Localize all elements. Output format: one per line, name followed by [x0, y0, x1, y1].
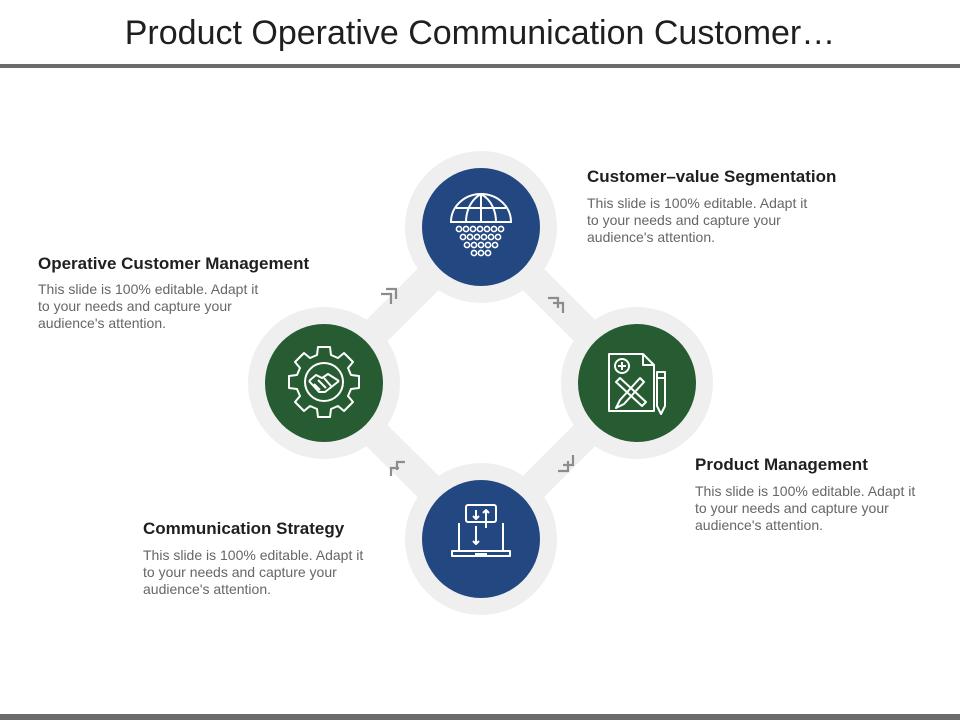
- node-customer-value-segmentation: [405, 151, 557, 303]
- flow-arrows: [381, 287, 575, 476]
- node-operative-customer-management: [248, 307, 400, 459]
- node-circle: [265, 324, 383, 442]
- gear-handshake-icon: [288, 346, 360, 418]
- node-desc-operative-customer-management: This slide is 100% editable. Adapt it to…: [38, 281, 259, 331]
- node-desc-product-management: This slide is 100% editable. Adapt it to…: [695, 483, 916, 533]
- node-product-management: [561, 307, 713, 459]
- slide-title: Product Operative Communication Customer…: [124, 14, 836, 52]
- footer-divider: [0, 714, 960, 720]
- title-divider: [0, 64, 960, 68]
- arrow-top-right-icon: [548, 296, 565, 313]
- document-tools-icon: [608, 353, 666, 415]
- node-circle: [422, 480, 540, 598]
- node-circle: [578, 324, 696, 442]
- node-title-customer-value-segmentation: Customer–value Segmentation: [587, 167, 837, 186]
- node-title-operative-customer-management: Operative Customer Management: [38, 254, 310, 273]
- node-desc-communication-strategy: This slide is 100% editable. Adapt it to…: [143, 547, 364, 597]
- arrow-bottom-right-icon: [558, 455, 575, 473]
- node-title-product-management: Product Management: [695, 455, 868, 474]
- globe-dots-icon: [449, 193, 513, 257]
- arrow-bottom-left-icon: [389, 460, 405, 476]
- node-communication-strategy: [405, 463, 557, 615]
- arrow-top-left-icon: [381, 287, 398, 304]
- node-title-communication-strategy: Communication Strategy: [143, 519, 345, 538]
- laptop-phone-icon: [451, 504, 511, 557]
- node-desc-customer-value-segmentation: This slide is 100% editable. Adapt it to…: [587, 195, 808, 245]
